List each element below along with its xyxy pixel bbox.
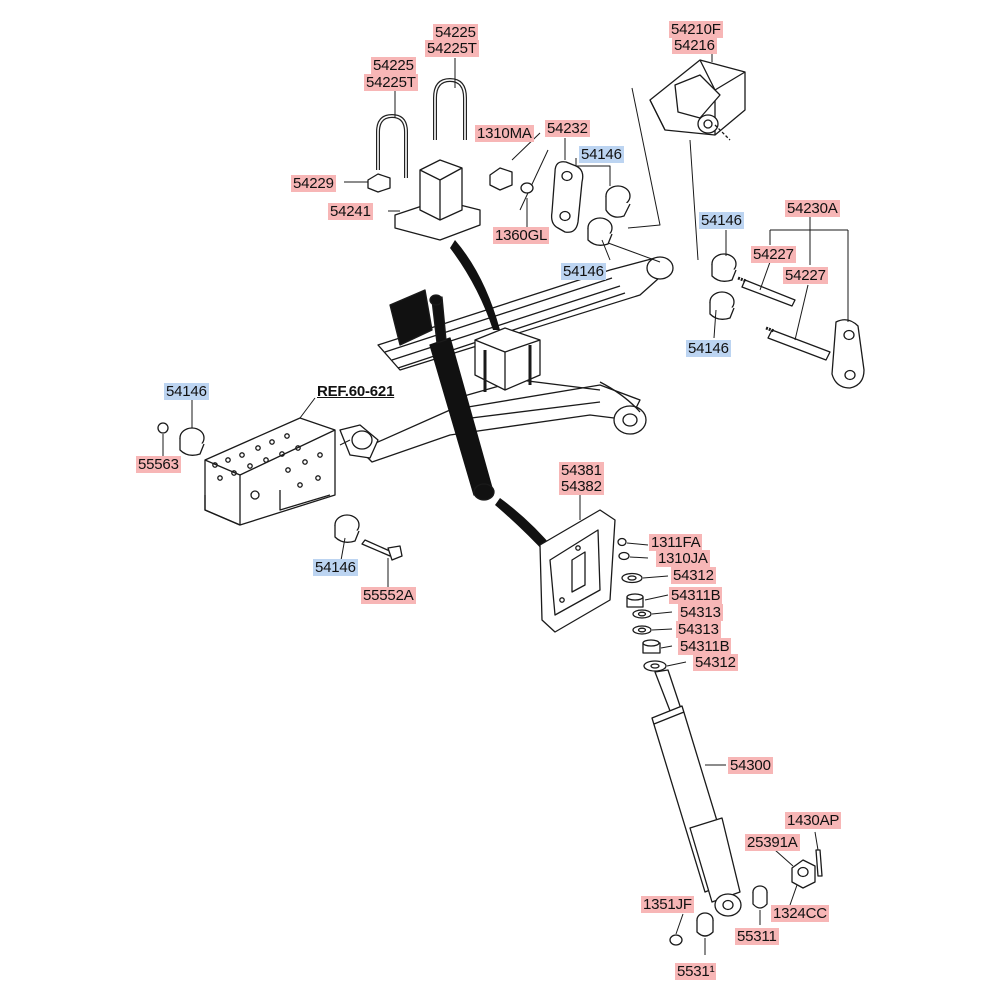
label-55311-b[interactable]: 5531¹ bbox=[675, 963, 717, 980]
shackle-link-plate bbox=[831, 319, 865, 389]
bushing-f bbox=[334, 514, 360, 543]
label-54311B-b[interactable]: 54311B bbox=[678, 638, 732, 655]
label-54146-f[interactable]: 54146 bbox=[313, 559, 358, 576]
lower-hardware bbox=[669, 849, 823, 946]
bolt-55552A bbox=[361, 539, 403, 561]
label-54225-b[interactable]: 54225 bbox=[371, 57, 416, 74]
guide-lines bbox=[339, 87, 699, 446]
assembly-arrows bbox=[450, 240, 555, 556]
bushing-d bbox=[709, 291, 735, 320]
shackle-bracket bbox=[649, 59, 746, 141]
label-54241[interactable]: 54241 bbox=[328, 203, 373, 220]
label-54146-e[interactable]: 54146 bbox=[164, 383, 209, 400]
label-1324CC[interactable]: 1324CC bbox=[771, 905, 829, 922]
label-54232[interactable]: 54232 bbox=[545, 120, 590, 137]
label-25391A[interactable]: 25391A bbox=[745, 834, 800, 851]
label-54312-b[interactable]: 54312 bbox=[693, 654, 738, 671]
label-54312-a[interactable]: 54312 bbox=[671, 567, 716, 584]
bushing-c bbox=[711, 253, 737, 282]
label-54229[interactable]: 54229 bbox=[291, 175, 336, 192]
label-54313-a[interactable]: 54313 bbox=[678, 604, 723, 621]
label-54230A[interactable]: 54230A bbox=[785, 200, 840, 217]
shackle-pins bbox=[737, 276, 831, 361]
label-54225T-b[interactable]: 54225T bbox=[364, 74, 418, 91]
mounted-shock-absorber bbox=[389, 289, 495, 501]
nut-54229 bbox=[367, 173, 391, 193]
label-1310JA[interactable]: 1310JA bbox=[656, 550, 710, 567]
label-1311FA[interactable]: 1311FA bbox=[649, 534, 703, 551]
nut-55563 bbox=[157, 422, 169, 434]
frame-bracket bbox=[204, 417, 379, 526]
label-54146-d[interactable]: 54146 bbox=[686, 340, 731, 357]
label-55563[interactable]: 55563 bbox=[136, 456, 181, 473]
label-54311B-a[interactable]: 54311B bbox=[669, 587, 723, 604]
nut-1310MA bbox=[489, 167, 534, 194]
shock-hardware-stack bbox=[617, 537, 667, 672]
label-54210F[interactable]: 54210F bbox=[669, 21, 723, 38]
bushing-b bbox=[587, 217, 613, 246]
label-ref-60-621[interactable]: REF.60-621 bbox=[317, 383, 395, 400]
shock-guard bbox=[539, 509, 616, 633]
spring-pad bbox=[474, 327, 541, 392]
leader-lines bbox=[162, 52, 849, 955]
shackle-plate bbox=[550, 161, 584, 233]
label-54300[interactable]: 54300 bbox=[728, 757, 773, 774]
label-55552A[interactable]: 55552A bbox=[361, 587, 416, 604]
label-54225-a[interactable]: 54225 bbox=[433, 24, 478, 41]
label-1351JF[interactable]: 1351JF bbox=[641, 896, 694, 913]
bushing-a bbox=[605, 185, 631, 218]
label-54146-c[interactable]: 54146 bbox=[561, 263, 606, 280]
shock-absorber-54300 bbox=[651, 669, 742, 917]
label-1360GL[interactable]: 1360GL bbox=[493, 227, 550, 244]
label-54146-a[interactable]: 54146 bbox=[579, 146, 624, 163]
label-1310MA[interactable]: 1310MA bbox=[475, 125, 534, 142]
label-55311-a[interactable]: 55311 bbox=[735, 928, 779, 945]
label-54227-b[interactable]: 54227 bbox=[783, 267, 828, 284]
label-54313-b[interactable]: 54313 bbox=[676, 621, 721, 638]
label-54216[interactable]: 54216 bbox=[672, 37, 717, 54]
label-1430AP[interactable]: 1430AP bbox=[785, 812, 842, 829]
label-54382[interactable]: 54382 bbox=[559, 478, 604, 495]
label-54381[interactable]: 54381 bbox=[559, 462, 604, 479]
label-54146-b[interactable]: 54146 bbox=[699, 212, 744, 229]
bushings bbox=[179, 185, 737, 543]
label-54227-a[interactable]: 54227 bbox=[751, 246, 796, 263]
bushing-e bbox=[179, 427, 205, 456]
label-54225T-a[interactable]: 54225T bbox=[425, 40, 479, 57]
u-bolt-large bbox=[433, 78, 467, 140]
u-bolt-small bbox=[376, 114, 408, 178]
bump-stopper bbox=[394, 159, 481, 241]
